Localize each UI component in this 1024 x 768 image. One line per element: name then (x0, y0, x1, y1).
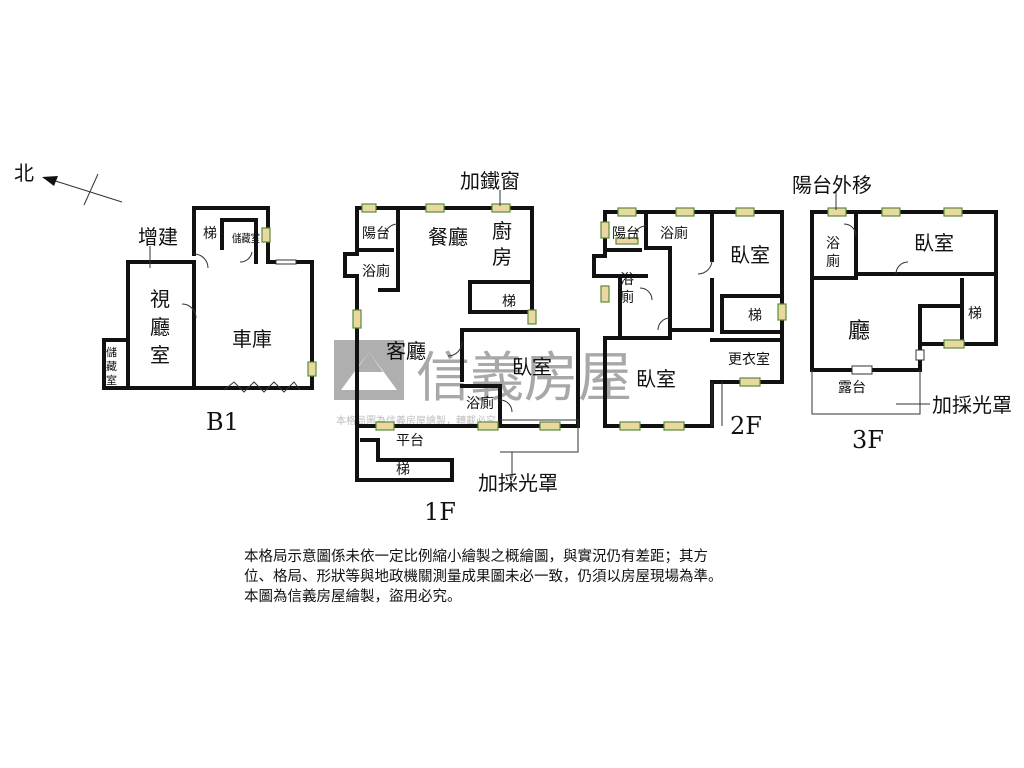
floor-3f: 陽台外移 浴 廁 臥室 廳 梯 露台 加採光罩 3F (792, 173, 1012, 454)
2f-bedroom-right: 臥室 (730, 243, 770, 267)
1f-dining: 餐廳 (428, 225, 468, 249)
1f-bath-lower: 浴廁 (466, 395, 494, 412)
b1-addition: 增建 (138, 225, 178, 249)
b1-floor-label: B1 (206, 408, 239, 436)
1f-bedroom: 臥室 (512, 355, 552, 379)
north-label: 北 (14, 161, 34, 185)
disclaimer-line-3: 本圖為信義房屋繪製，盜用必究。 (244, 589, 462, 605)
3f-bedroom: 臥室 (914, 231, 954, 255)
floor-b1: 增建 視 廳 室 梯 儲藏室 車庫 儲 藏 室 B1 (102, 206, 317, 436)
watermark: 信義房屋 本格局圖為信義房屋繪製，轉載必究 (334, 340, 632, 427)
2f-closet: 更衣室 (728, 351, 770, 368)
2f-bedroom-main: 臥室 (636, 367, 676, 391)
1f-stair-upper: 梯 (502, 294, 516, 310)
b1-av-room-3: 室 (150, 343, 170, 367)
b1-stair: 梯 (203, 226, 217, 242)
3f-floor-label: 3F (852, 426, 884, 454)
1f-iron-window: 加鐵窗 (460, 169, 520, 193)
2f-balcony: 陽台 (612, 226, 640, 242)
2f-bath-top: 浴廁 (660, 225, 688, 242)
b1-storage-lower-3: 室 (106, 373, 117, 387)
b1-av-room-1: 視 (150, 287, 170, 311)
disclaimer-line-2: 位、格局、形狀等與地政機關測量成果圖未必一致，仍須以房屋現場為準。 (244, 569, 723, 585)
1f-bath-upper: 浴廁 (362, 263, 390, 280)
1f-kitchen-2: 房 (492, 245, 512, 269)
2f-bath-left-2: 廁 (620, 289, 634, 306)
3f-hall: 廳 (848, 319, 870, 344)
3f-balcony-moved: 陽台外移 (792, 173, 872, 197)
3f-skylight: 加採光罩 (932, 393, 1012, 417)
floor-1f: 加鐵窗 陽台 餐廳 廚 房 浴廁 梯 客廳 臥室 浴廁 平台 梯 加採光罩 1F (343, 169, 580, 526)
2f-bath-left-1: 浴 (620, 272, 634, 288)
disclaimer: 本格局示意圖係未依一定比例縮小繪製之概繪圖，與實況仍有差距；其方 位、格局、形狀… (244, 547, 824, 607)
b1-storage-lower-2: 藏 (106, 360, 117, 373)
1f-floor-label: 1F (424, 498, 456, 526)
1f-terrace: 平台 (396, 433, 424, 449)
2f-stair: 梯 (748, 308, 762, 324)
north-compass: 北 (14, 161, 123, 206)
1f-living: 客廳 (386, 339, 426, 363)
1f-balcony: 陽台 (362, 226, 390, 242)
3f-bath-2: 廁 (826, 253, 840, 270)
3f-terrace: 露台 (838, 380, 866, 396)
2f-floor-label: 2F (730, 412, 762, 440)
watermark-brand: 信義房屋 (416, 346, 632, 409)
b1-garage: 車庫 (232, 327, 272, 351)
1f-stair-lower: 梯 (396, 462, 410, 478)
floor-2f: 陽台 浴廁 浴 廁 臥室 梯 更衣室 臥室 2F (592, 207, 787, 440)
b1-storage-lower-1: 儲 (106, 346, 117, 359)
3f-bath-1: 浴 (826, 236, 840, 252)
1f-kitchen-1: 廚 (492, 219, 512, 243)
1f-skylight: 加採光罩 (478, 471, 558, 495)
b1-storage-upper: 儲藏室 (232, 231, 260, 245)
disclaimer-line-1: 本格局示意圖係未依一定比例縮小繪製之概繪圖，與實況仍有差距；其方 (244, 549, 708, 565)
watermark-logo (334, 340, 404, 400)
b1-av-room-2: 廳 (150, 315, 170, 339)
3f-stair: 梯 (968, 306, 982, 322)
